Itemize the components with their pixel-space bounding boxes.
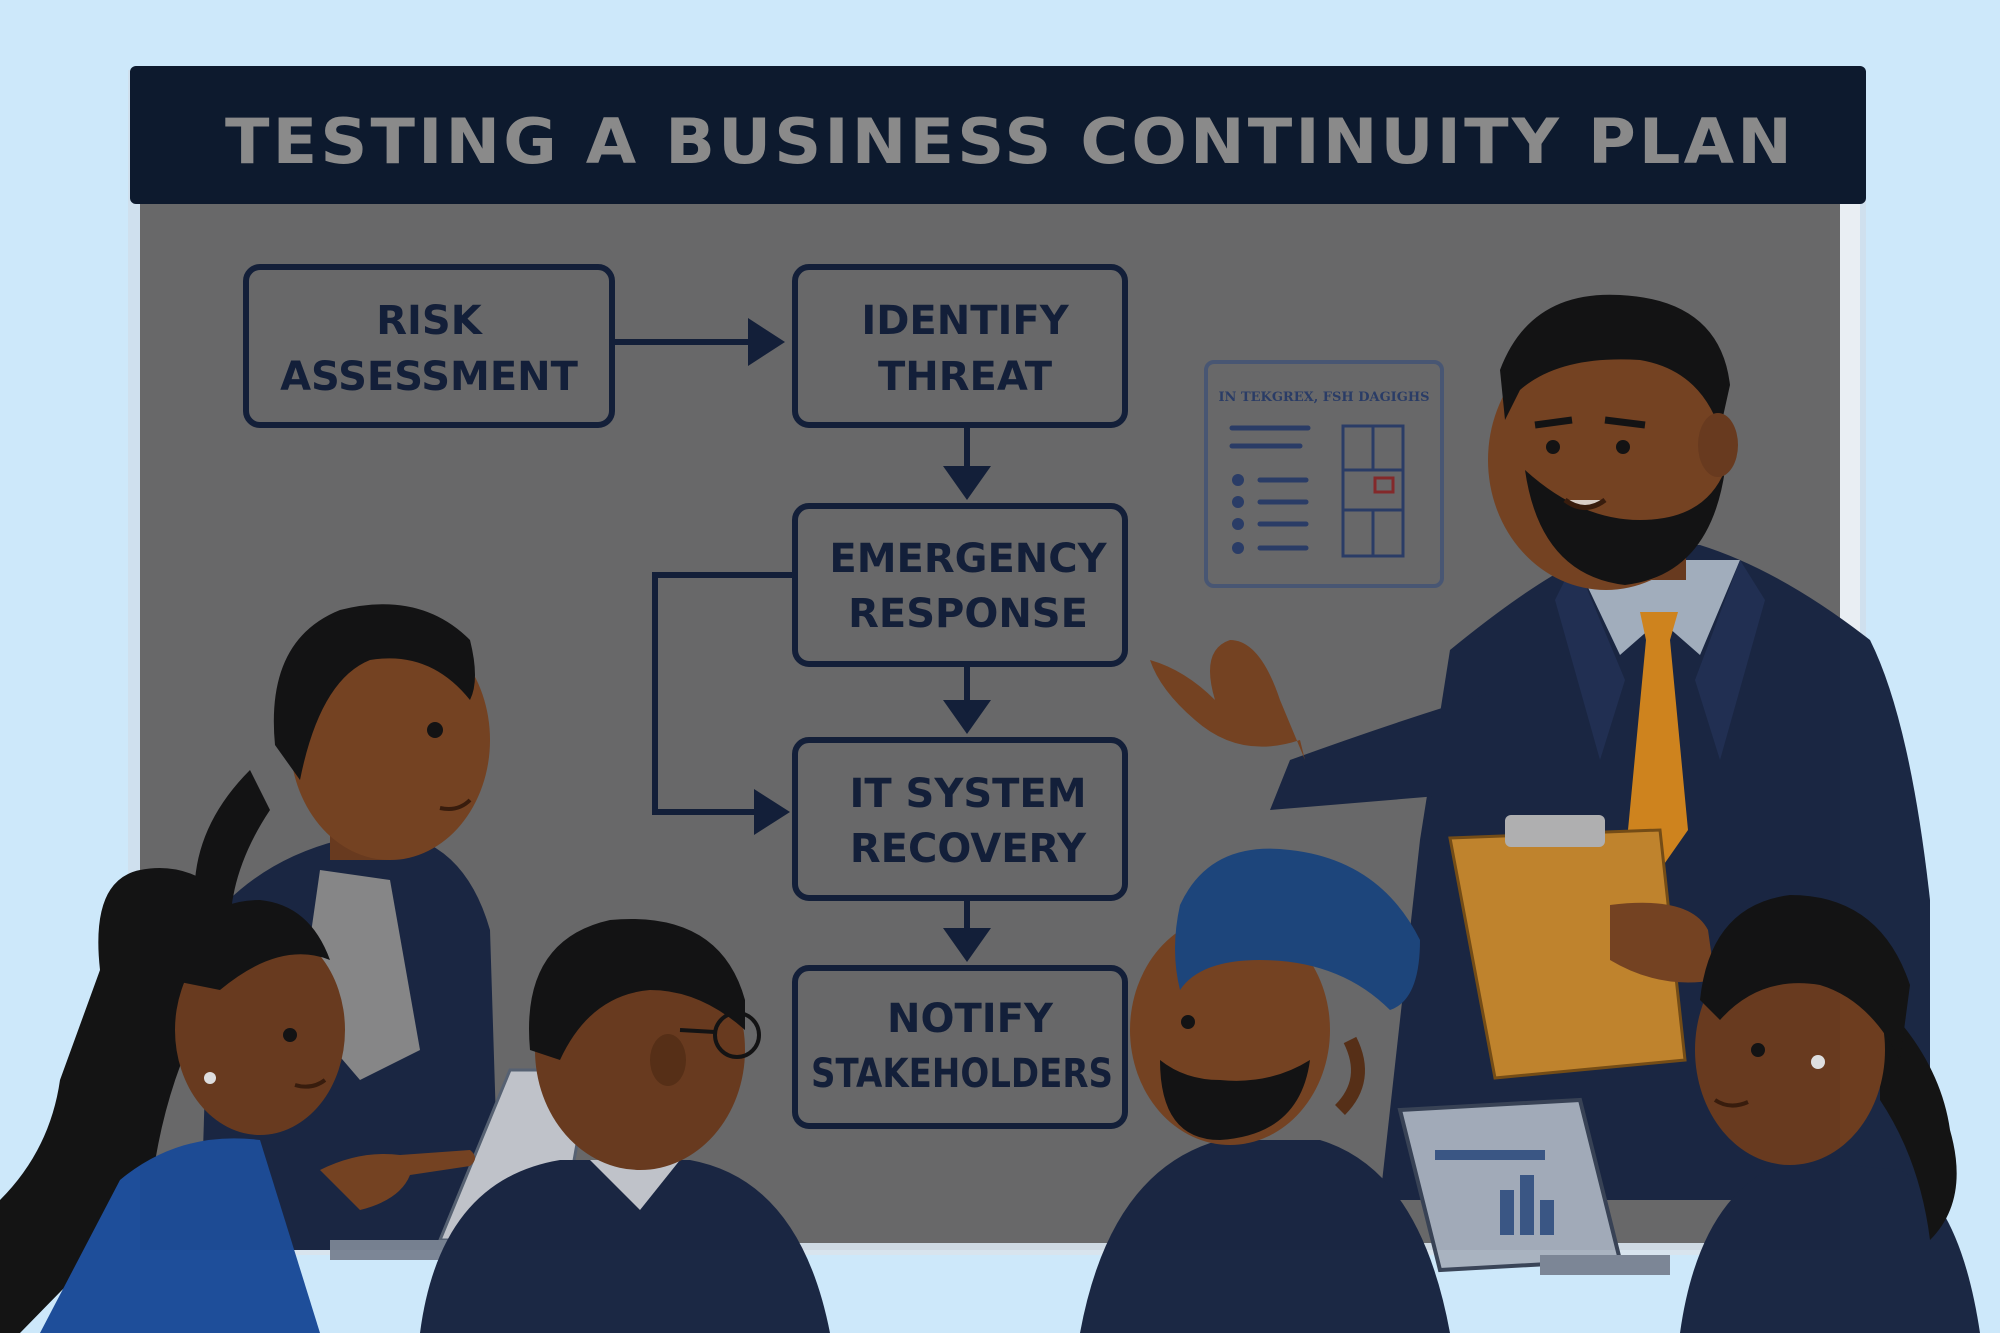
turban-icon <box>1175 848 1420 1010</box>
presenter-hair <box>1500 294 1730 430</box>
poster-heading: IN TEKGREX, FSH DAGIGHS <box>1218 390 1429 405</box>
arrowhead-threat-to-emergency <box>943 466 991 500</box>
woman-lower-right <box>1680 895 1980 1333</box>
woman-right-ponytail <box>1880 1000 1957 1240</box>
arrowhead-risk-to-threat <box>748 318 785 366</box>
pointing-hand <box>320 1150 475 1210</box>
step-box-notify-stakeholders <box>792 965 1128 1129</box>
man-glasses-suit <box>420 1160 830 1333</box>
step-label-5-line1: NOTIFY <box>887 996 1054 1042</box>
presenter-left-arm <box>1270 690 1510 810</box>
arrow-loop-emergency-to-it <box>652 572 795 815</box>
floor-plan-icon <box>1341 424 1405 558</box>
step-box-identify-threat <box>792 264 1128 428</box>
arrowhead-it-to-notify <box>943 928 991 962</box>
woman-lower-left <box>0 868 475 1333</box>
man-with-glasses <box>420 919 830 1333</box>
arrowhead-loop <box>754 789 790 835</box>
step-box-risk-assessment <box>243 264 615 428</box>
step-label-4-line1: IT SYSTEM <box>849 771 1086 817</box>
step-box-emergency-response <box>792 503 1128 667</box>
step-label-1-line1: RISK <box>376 298 483 344</box>
arrowhead-emergency-to-it <box>943 700 991 734</box>
title-bar: TESTING A BUSINESS CONTINUITY PLAN <box>130 66 1866 204</box>
clipboard <box>1448 815 1687 1080</box>
step-label-3-line1: EMERGENCY <box>829 536 1107 582</box>
step-label-5-line2: STAKEHOLDERS <box>811 1051 1113 1097</box>
step-label-2-line2: THREAT <box>878 354 1053 400</box>
wall-poster: IN TEKGREX, FSH DAGIGHS <box>1204 360 1444 588</box>
flowchart-labels: RISK ASSESSMENT IDENTIFY THREAT EMERGENC… <box>280 298 1113 1097</box>
step-box-it-system-recovery <box>792 737 1128 901</box>
man-turban-suit <box>1080 1140 1450 1333</box>
woman-lower-left-hair <box>0 868 240 1333</box>
step-label-2-line1: IDENTIFY <box>861 298 1069 344</box>
step-label-1-line2: ASSESSMENT <box>280 354 579 400</box>
man-glasses-hair <box>529 919 745 1060</box>
step-label-3-line2: RESPONSE <box>848 591 1088 637</box>
woman-left-hair <box>273 604 475 780</box>
laptop-right <box>1397 1097 1670 1275</box>
board-shade <box>140 200 1840 1250</box>
presenter-hand <box>1150 640 1305 760</box>
flowchart <box>243 264 1128 1129</box>
board-title: TESTING A BUSINESS CONTINUITY PLAN <box>225 105 1795 178</box>
man-with-turban <box>1080 848 1450 1333</box>
presenter-tie <box>1628 612 1688 870</box>
glasses-icon <box>679 1011 761 1059</box>
step-label-4-line2: RECOVERY <box>850 826 1087 872</box>
presenter-beard <box>1525 470 1725 585</box>
man-turban-beard <box>1160 1060 1310 1140</box>
